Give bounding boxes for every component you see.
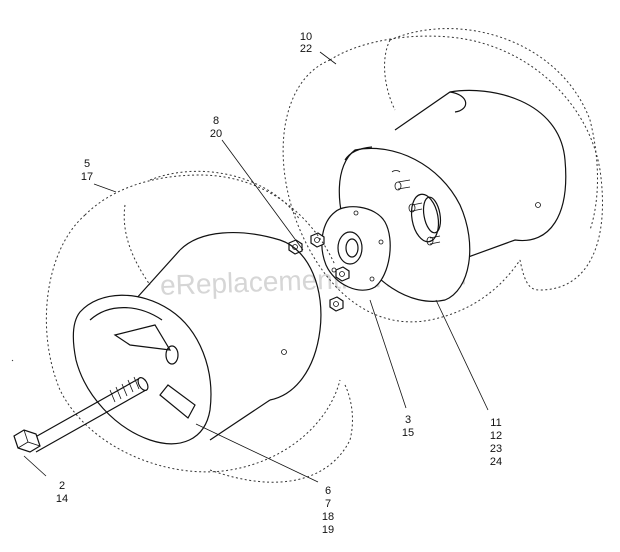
callout-label: 3: [405, 414, 411, 426]
left-tire: [45, 170, 353, 483]
lug-nut: [329, 296, 344, 312]
right-tire: [282, 28, 603, 323]
callout-label: 14: [56, 493, 68, 505]
lug-nuts: [288, 232, 350, 312]
callout-label: 23: [490, 443, 502, 455]
callout-label: 17: [81, 171, 93, 183]
lug-nut: [310, 232, 325, 248]
callout-label: 12: [490, 430, 502, 442]
callout-5-17: 5 17: [81, 158, 93, 183]
callout-8-20: 8 20: [210, 115, 222, 140]
axle-bolt: [13, 376, 149, 453]
lug-nut: [335, 266, 350, 282]
callout-label: 2: [59, 480, 65, 492]
callout-3-15: 3 15: [402, 414, 414, 439]
callout-label: 11: [490, 417, 501, 429]
leader-lines: [11, 51, 489, 483]
callout-label: 5: [84, 158, 90, 170]
lug-nut: [288, 239, 303, 255]
callout-label: 18: [322, 511, 334, 523]
callout-label: 22: [300, 43, 312, 55]
callout-label: 8: [213, 115, 219, 127]
callout-6-7-18-19: 6 7 18 19: [322, 485, 334, 536]
callout-11-12-23-24: 11 12 23 24: [490, 417, 502, 468]
callout-label: 19: [322, 524, 334, 536]
callout-label: 10: [300, 31, 312, 43]
callout-10-22: 10 22: [300, 31, 312, 55]
callout-label: 7: [325, 498, 331, 510]
callout-label: 20: [210, 128, 222, 140]
callout-label: 24: [490, 456, 502, 468]
callout-label: 6: [325, 485, 331, 497]
callout-label: 15: [402, 427, 414, 439]
callout-2-14: 2 14: [56, 480, 68, 505]
left-rim: [72, 232, 322, 445]
